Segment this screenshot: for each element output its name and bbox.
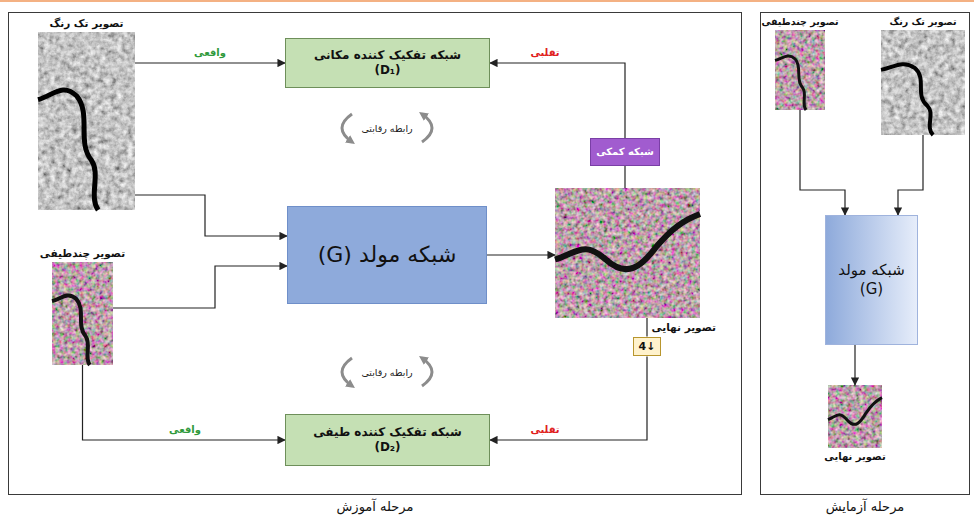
node-label: 4↓	[639, 340, 656, 354]
image-node: تصویر نهایی	[828, 385, 882, 448]
edge-label: تقلبی	[528, 424, 561, 436]
node-label: تصویر چندطیفی	[761, 16, 838, 28]
discriminator-box: شبکه تفکیک کننده مکانی(D₁)	[285, 38, 490, 88]
river	[52, 295, 90, 365]
image-texture	[555, 188, 700, 318]
river	[775, 56, 806, 110]
downsample-box: 4↓	[633, 337, 662, 357]
edge-label: واقعی	[167, 424, 203, 436]
connector	[135, 195, 287, 236]
generator-box: شبکه مولد (G)	[287, 206, 487, 304]
node-label: تصویر نهایی	[652, 321, 716, 334]
river	[38, 90, 98, 210]
node-label: شبکه تفکیک کننده مکانی	[314, 48, 461, 63]
node-label: تصویر تک رنگ	[889, 16, 956, 28]
image-texture	[828, 385, 882, 448]
image-texture	[52, 262, 113, 365]
rivalry-label: رابطه رقابتی	[359, 367, 414, 378]
node-label: شبکه تفکیک کننده طیفی	[313, 425, 462, 440]
connector	[113, 266, 287, 308]
fused-image	[828, 385, 882, 448]
node-label: (D₂)	[374, 440, 400, 455]
node-label: مرحله آزمایش	[761, 499, 969, 515]
node-label: تصویر نهایی	[824, 451, 885, 464]
connector	[800, 110, 845, 215]
node-label: تصویر تک رنگ	[49, 17, 123, 30]
image-node: تصویر چندطیفی	[52, 262, 113, 365]
image-texture	[38, 32, 135, 210]
image-node: تصویر نهایی	[555, 188, 700, 318]
image-texture	[775, 30, 825, 110]
river	[828, 398, 882, 425]
image-texture	[881, 30, 965, 135]
image-node: تصویر تک رنگ	[881, 30, 965, 135]
rivalry-label: رابطه رقابتی	[359, 123, 414, 134]
cycle-arrow	[422, 114, 432, 142]
multispectral-image	[775, 30, 825, 110]
auxiliary-box: شبکه کمکی	[590, 138, 660, 166]
connector	[854, 345, 855, 385]
connector	[646, 318, 647, 337]
phase-panel: مرحله آزمایشتصویر چندطیفیتصویر تک رنگشبک…	[760, 12, 970, 495]
node-label: (D₁)	[374, 63, 400, 78]
edge-label: واقعی	[192, 47, 228, 59]
panchromatic-image	[38, 32, 135, 210]
connector	[135, 62, 285, 63]
multispectral-image	[52, 262, 113, 365]
discriminator-box: شبکه تفکیک کننده طیفی(D₂)	[285, 414, 490, 466]
node-label: (G)	[860, 280, 883, 299]
node-label: شبکه مولد (G)	[318, 241, 457, 269]
connector	[83, 365, 286, 440]
cycle-arrow	[342, 358, 352, 386]
node-label: تصویر چندطیفی	[40, 247, 125, 260]
river	[881, 64, 933, 135]
panchromatic-image	[881, 30, 965, 135]
edge-label: تقلبی	[528, 47, 561, 59]
connector	[624, 166, 625, 188]
image-node: تصویر تک رنگ	[38, 32, 135, 210]
connector	[490, 63, 625, 138]
river	[555, 214, 700, 269]
connector	[898, 135, 923, 215]
generator-box: شبکه مولد(G)	[825, 215, 918, 345]
connector	[487, 254, 555, 255]
cycle-arrow	[422, 358, 432, 386]
fused-image	[555, 188, 700, 318]
cycle-arrow	[342, 114, 352, 142]
node-label: شبکه مولد	[838, 261, 904, 280]
header-rule	[0, 0, 974, 2]
phase-panel: مرحله آموزشتصویر تک رنگشبکه تفکیک کننده …	[8, 12, 742, 495]
image-node: تصویر چندطیفی	[775, 30, 825, 110]
node-label: مرحله آموزش	[9, 499, 741, 515]
connector	[490, 356, 647, 440]
node-label: شبکه کمکی	[596, 146, 654, 159]
